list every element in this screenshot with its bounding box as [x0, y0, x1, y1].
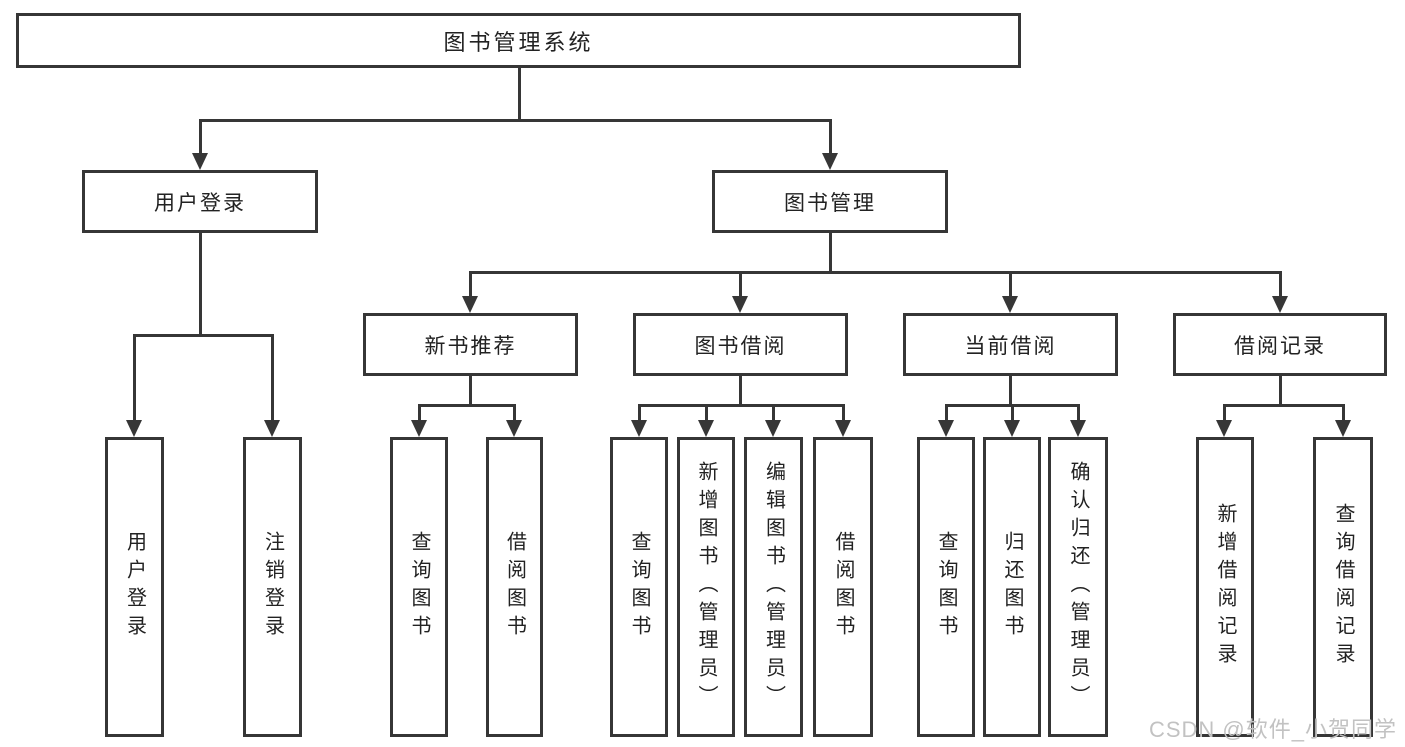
node-book-management: 图书管理: [712, 170, 948, 233]
leaf-current-return: 归还图书: [983, 437, 1041, 737]
leaf-label: 注销登录: [261, 531, 284, 643]
arrowhead-down-icon: [631, 420, 647, 437]
leaf-label: 查询图书: [935, 531, 957, 643]
connector-vline: [469, 376, 472, 406]
arrowhead-down-icon: [1070, 420, 1086, 437]
node-current-borrow: 当前借阅: [903, 313, 1118, 376]
connector-vline: [271, 334, 274, 420]
connector-vline: [1009, 271, 1012, 296]
node-label: 用户登录: [154, 191, 246, 215]
arrowhead-down-icon: [1272, 296, 1288, 313]
connector-vline: [469, 271, 472, 296]
connector-vline: [518, 68, 521, 120]
arrowhead-down-icon: [192, 153, 208, 170]
connector-vline: [133, 334, 136, 420]
leaf-borrow-query: 查询图书: [610, 437, 668, 737]
connector-vline: [1009, 376, 1012, 406]
leaf-newbook-query: 查询图书: [390, 437, 448, 737]
arrowhead-down-icon: [1002, 296, 1018, 313]
node-root-system: 图书管理系统: [16, 13, 1021, 68]
node-label: 图书借阅: [694, 334, 787, 358]
node-label: 图书管理: [784, 191, 876, 215]
arrowhead-down-icon: [126, 420, 142, 437]
connector-hline: [199, 119, 831, 122]
connector-hline: [469, 271, 1282, 274]
connector-vline: [829, 233, 832, 273]
node-label: 当前借阅: [964, 334, 1057, 358]
leaf-label: 新增借阅记录: [1214, 503, 1236, 671]
arrowhead-down-icon: [938, 420, 954, 437]
node-user-login: 用户登录: [82, 170, 318, 233]
node-label: 图书管理系统: [443, 29, 594, 55]
leaf-label: 编辑图书（管理员）: [762, 461, 785, 713]
connector-vline: [1279, 271, 1282, 296]
leaf-current-query: 查询图书: [917, 437, 975, 737]
arrowhead-down-icon: [698, 420, 714, 437]
leaf-records-add: 新增借阅记录: [1196, 437, 1254, 737]
leaf-label: 查询图书: [408, 531, 430, 643]
connector-vline: [1342, 404, 1345, 420]
arrowhead-down-icon: [1335, 420, 1351, 437]
leaf-borrow-add-admin: 新增图书（管理员）: [677, 437, 735, 737]
connector-vline: [945, 404, 948, 420]
leaf-label: 新增图书（管理员）: [695, 461, 717, 713]
connector-vline: [829, 119, 832, 153]
connector-hline: [418, 404, 516, 407]
connector-vline: [705, 404, 708, 420]
leaf-label: 查询图书: [628, 531, 650, 643]
connector-vline: [199, 233, 202, 336]
leaf-borrow-edit-admin: 编辑图书（管理员）: [744, 437, 803, 737]
arrowhead-down-icon: [264, 420, 280, 437]
connector-vline: [772, 404, 775, 420]
leaf-label: 借阅图书: [503, 531, 526, 643]
node-book-borrow: 图书借阅: [633, 313, 848, 376]
node-label: 借阅记录: [1234, 334, 1326, 358]
connector-hline: [1223, 404, 1344, 407]
leaf-records-query: 查询借阅记录: [1313, 437, 1373, 737]
connector-vline: [638, 404, 641, 420]
arrowhead-down-icon: [835, 420, 851, 437]
node-borrow-records: 借阅记录: [1173, 313, 1387, 376]
leaf-current-confirm-return-admin: 确认归还（管理员）: [1048, 437, 1108, 737]
arrowhead-down-icon: [411, 420, 427, 437]
arrowhead-down-icon: [1216, 420, 1232, 437]
connector-vline: [739, 271, 742, 296]
arrowhead-down-icon: [822, 153, 838, 170]
leaf-user-login: 用户登录: [105, 437, 164, 737]
connector-vline: [1011, 404, 1014, 420]
node-label: 新书推荐: [424, 334, 517, 358]
connector-vline: [513, 404, 516, 420]
connector-vline: [1223, 404, 1226, 420]
connector-vline: [1077, 404, 1080, 420]
leaf-borrow-borrow: 借阅图书: [813, 437, 873, 737]
connector-hline: [133, 334, 274, 337]
leaf-label: 用户登录: [123, 531, 146, 643]
leaf-label: 查询借阅记录: [1332, 503, 1354, 671]
connector-vline: [842, 404, 845, 420]
leaf-logout: 注销登录: [243, 437, 302, 737]
leaf-newbook-borrow: 借阅图书: [486, 437, 543, 737]
node-new-book-recommend: 新书推荐: [363, 313, 578, 376]
arrowhead-down-icon: [506, 420, 522, 437]
leaf-label: 借阅图书: [832, 531, 854, 643]
arrowhead-down-icon: [732, 296, 748, 313]
connector-hline: [638, 404, 844, 407]
arrowhead-down-icon: [765, 420, 781, 437]
arrowhead-down-icon: [462, 296, 478, 313]
leaf-label: 归还图书: [1001, 531, 1023, 643]
arrowhead-down-icon: [1004, 420, 1020, 437]
csdn-watermark: CSDN @软件_小贺同学: [1148, 717, 1397, 742]
leaf-label: 确认归还（管理员）: [1067, 461, 1089, 713]
connector-vline: [739, 376, 742, 406]
connector-vline: [418, 404, 421, 420]
connector-vline: [199, 119, 202, 153]
connector-vline: [1279, 376, 1282, 406]
